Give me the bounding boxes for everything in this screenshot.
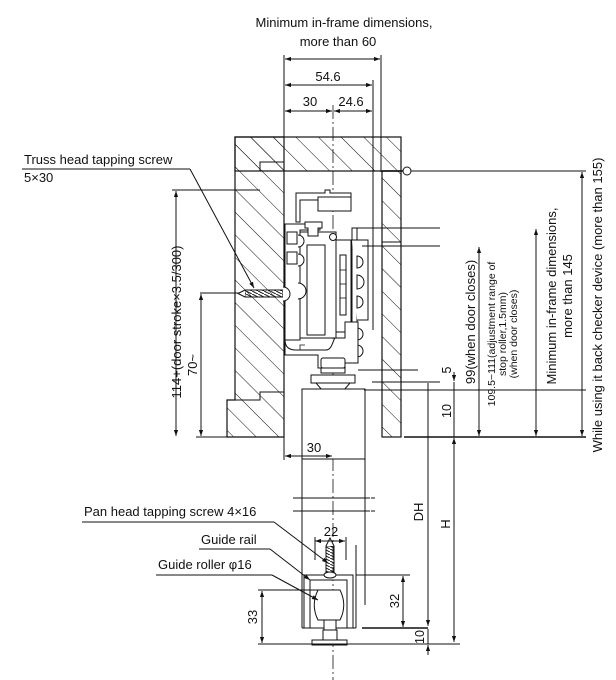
guide-rail-label: Guide rail xyxy=(201,532,257,547)
reference-mark xyxy=(382,166,586,176)
dim-22-label: 22 xyxy=(324,524,338,539)
callout-guide-roller: Guide roller φ16 xyxy=(156,557,319,601)
dim-offset-30-label: 30 xyxy=(307,440,321,455)
dim-DH: DH xyxy=(411,383,431,626)
dim-33-label: 33 xyxy=(245,610,260,624)
dim-adj-line2: stop roller,1.5mm) xyxy=(497,292,509,376)
dim-H-label: H xyxy=(438,519,453,528)
dim-left-70: 70~ xyxy=(185,292,240,436)
dim-bottom-10-label: 10 xyxy=(413,630,427,644)
pan-screw-label: Pan head tapping screw 4×16 xyxy=(84,504,256,519)
dim-top-54-6: 54.6 xyxy=(285,69,372,88)
dim-70-label: 70~ xyxy=(185,354,200,376)
guide-roller-label: Guide roller φ16 xyxy=(158,557,252,572)
dim-155-label: While using it back checker device (more… xyxy=(590,158,605,453)
callout-guide-rail: Guide rail xyxy=(199,532,311,581)
dim-H: H xyxy=(438,438,457,642)
truss-screw-label: Truss head tapping screw xyxy=(24,152,173,167)
dim-right-99: 99(when door closes) xyxy=(463,247,482,436)
dim-145-line1: Minimum in-frame dimensions, xyxy=(544,208,559,385)
dim-99-label: 99(when door closes) xyxy=(463,260,478,384)
dim-32-label: 32 xyxy=(387,594,402,608)
dim-right-155: While using it back checker device (more… xyxy=(579,158,605,453)
dim-30-label: 30 xyxy=(303,94,317,109)
dim-door-offset-30: 30 xyxy=(283,437,332,460)
dim-114-label: 114+(door stroke×3.5/300) xyxy=(169,246,184,399)
dim-5-label: 5 xyxy=(440,366,454,373)
dim-bottom-10: 10 xyxy=(413,629,431,655)
dim-right-145: Minimum in-frame dimensions, more than 1… xyxy=(533,208,575,436)
dim-adj-line3: (when door closes) xyxy=(508,290,520,379)
dim-top-30-24-6: 30 24.6 xyxy=(285,94,372,114)
truss-screw-size: 5×30 xyxy=(24,170,53,185)
dim-10-top-label: 10 xyxy=(440,404,454,418)
dim-rail-32: 32 xyxy=(356,574,428,629)
dim-145-line2: more than 145 xyxy=(560,254,575,338)
dim-DH-label: DH xyxy=(411,503,426,522)
dim-24-6-label: 24.6 xyxy=(338,94,363,109)
top-title-line2: more than 60 xyxy=(300,34,377,49)
dim-adj-line1: 109.5~111(adjustment range of xyxy=(486,262,498,407)
top-title-line1: Minimum in-frame dimensions, xyxy=(256,15,433,30)
callout-truss-screw: Truss head tapping screw 5×30 xyxy=(22,152,255,289)
dim-left-114: 114+(door stroke×3.5/300) xyxy=(169,189,260,436)
guide-rail-assembly xyxy=(301,536,357,646)
floor-lines xyxy=(196,381,586,438)
dim-rail-22: 22 xyxy=(314,524,347,560)
callout-pan-screw: Pan head tapping screw 4×16 xyxy=(82,504,329,564)
dim-roller-33: 33 xyxy=(245,589,322,643)
dim-right-5-10: 5 10 xyxy=(440,366,457,448)
dim-54-6-label: 54.6 xyxy=(315,69,340,84)
truss-head-screw xyxy=(236,286,291,302)
door-panel xyxy=(293,388,375,605)
dim-right-adjustment: 109.5~111(adjustment range of stop rolle… xyxy=(486,262,520,407)
